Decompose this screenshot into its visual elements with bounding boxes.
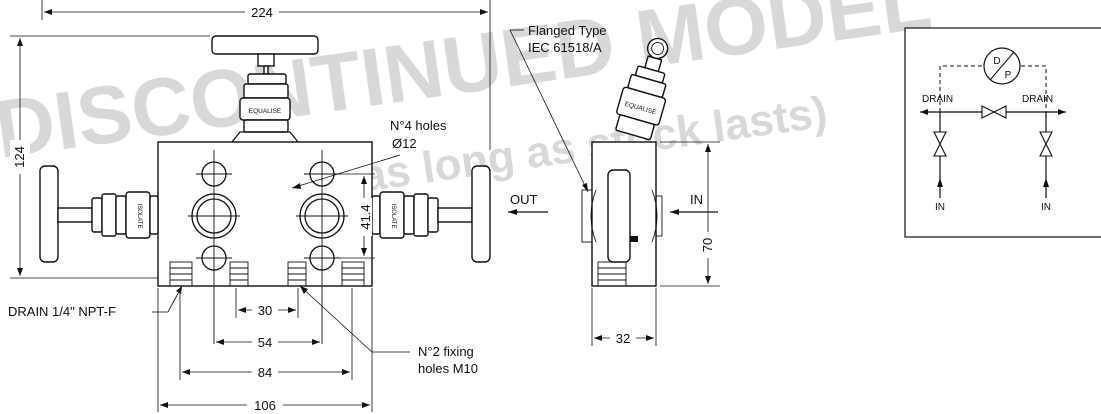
schematic-drain-right: DRAIN [1022,94,1053,105]
side-valve: EQUALISE [615,37,669,141]
schematic-in-right: IN [1041,202,1051,213]
fixing-label-line2: holes M10 [418,361,478,376]
schematic-in-left: IN [935,202,945,213]
side-view: Flanged Type IEC 61518/A EQUALISE OUT [508,23,720,346]
dim-center-41-4: 41.4 [358,204,373,229]
fixing-label-line1: N°2 fixing [418,344,474,359]
fixing-holes [188,150,348,344]
dim-spacing-54: 54 [258,335,272,350]
flow-schematic: D P DRAIN DRAIN IN IN [904,27,1101,238]
isolate-valve-symbol-right [1039,131,1053,157]
right-isolate-valve: ISOLATE [371,165,491,263]
dim-spacing-30: 30 [258,303,272,318]
gauge-label-d: D [993,56,1000,67]
front-view: 224 124 EQUALISE [8,0,491,413]
flanged-label-line2: IEC 61518/A [528,40,602,55]
top-handle [211,35,319,55]
gauge-label-p: P [1005,70,1012,81]
dim-side-70: 70 [700,238,715,252]
equalise-valve-symbol [981,105,1007,119]
equalise-label-front: EQUALISE [249,108,282,115]
drain-label: DRAIN 1/4" NPT-F [8,304,116,319]
dim-width-106: 106 [254,398,276,413]
isolate-label-left: ISOLATE [136,204,142,229]
holes-label-line1: N°4 holes [390,118,447,133]
dim-width-224: 224 [251,5,273,20]
schematic-drain-left: DRAIN [922,94,953,105]
dim-height-124: 124 [12,146,27,168]
out-label: OUT [510,192,538,207]
isolate-valve-symbol-left [933,131,947,157]
dim-side-32: 32 [616,331,630,346]
in-label-side: IN [690,192,703,207]
valve-body-front [157,141,373,287]
dim-spacing-84: 84 [258,365,272,380]
drain-ports [169,261,365,287]
left-isolate-valve: ISOLATE [39,165,159,263]
holes-label-line2: Ø12 [392,136,417,151]
flanged-label-line1: Flanged Type [528,23,607,38]
isolate-label-right: ISOLATE [390,204,396,229]
